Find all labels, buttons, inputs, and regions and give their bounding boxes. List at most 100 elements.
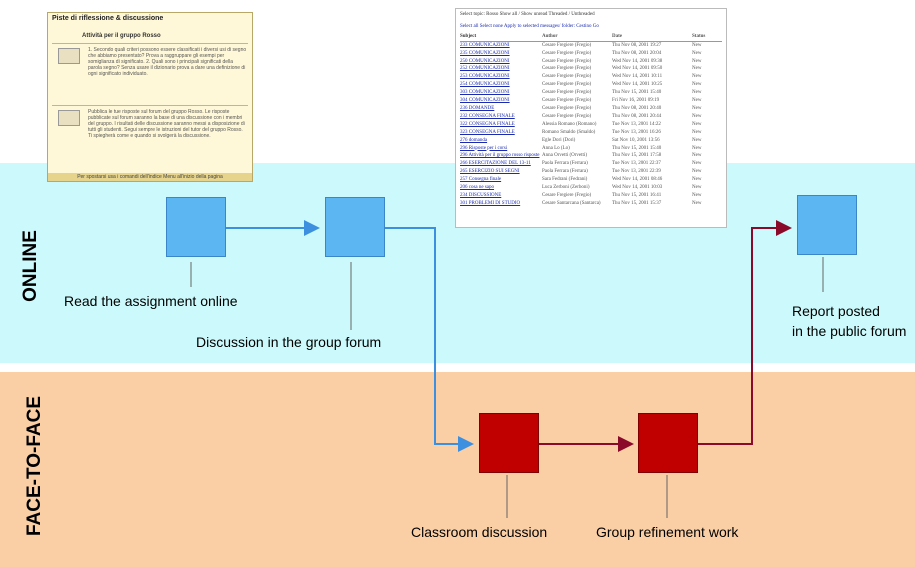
row-author: Cesare Fregiere (Fregio) [542, 98, 592, 104]
row-date: Sat Nov 10, 2001 13:56 [612, 137, 660, 143]
row-status: New [692, 200, 702, 206]
row-subject: 304 COMUNICAZIONI [460, 97, 542, 105]
arrow-forum-to-classroom [382, 227, 474, 452]
row-subject: 266 ESERCITAZIONE DEL 13-11 [460, 160, 542, 168]
row-date: Thu Nov 15, 2001 17:58 [612, 153, 662, 159]
row-author: Cesare Fregiere (Fregio) [542, 82, 592, 88]
row-author: Cesare Fregiere (Fregio) [542, 50, 592, 56]
row-subject: 296 Risposte per i corsi [460, 145, 542, 153]
table-row: 303 COMUNICAZIONI Cesare Fregiere (Fregio… [460, 89, 722, 97]
row-author: Cesare Fregiere (Fregio) [542, 42, 592, 48]
row-date: Tue Nov 13, 2001 16:26 [612, 129, 661, 135]
row-status: New [692, 129, 702, 135]
row-subject-link: 276 domanda [460, 137, 488, 143]
table-row: 233 COMUNICAZIONI Cesare Fregiere (Fregio… [460, 42, 722, 50]
forum-toolbar-2: Select all Select none Apply to selected… [460, 23, 599, 29]
row-subject: 235 COMUNICAZIONI [460, 50, 542, 58]
read-assignment-box [166, 197, 226, 257]
table-row: 296 Attività per il gruppo rosso rispost… [460, 152, 722, 160]
row-subject-link: 232 CONSEGNA FINALE [460, 113, 515, 119]
row-subject-link: 296 Risposte per i corsi [460, 145, 508, 151]
row-status: New [692, 169, 702, 175]
row-subject-link: 234 DISCUSSIONE [460, 192, 502, 198]
row-subject: 236 DOMANDE [460, 105, 542, 113]
face-to-face-lane [0, 372, 915, 567]
row-status: New [692, 177, 702, 183]
row-subject-link: 206 cosa ne sapo [460, 185, 495, 191]
row-status: New [692, 161, 702, 167]
row-date: Tue Nov 13, 2001 22:37 [612, 161, 661, 167]
row-subject: 234 DISCUSSIONE [460, 192, 542, 200]
row-subject: 252 COMUNICAZIONI [460, 65, 542, 73]
row-subject: 233 COMUNICAZIONI [460, 42, 542, 50]
row-author: Cesare Fregiere (Fregio) [542, 90, 592, 96]
row-subject-link: 301 PROBLEMI DI STUDIO [460, 200, 521, 206]
row-date: Thu Nov 08, 2001 19:27 [612, 42, 662, 48]
table-row: 296 Risposte per i corsi Anna Lo (Lo) Thu … [460, 145, 722, 153]
row-date: Thu Nov 08, 2001 20:04 [612, 50, 662, 56]
row-subject: 254 COMUNICAZIONI [460, 81, 542, 89]
assignment-header: Attività per il gruppo Rosso [82, 33, 161, 39]
row-date: Wed Nov 14, 2001 10:11 [612, 74, 663, 80]
row-subject-link: 254 COMUNICAZIONI [460, 82, 510, 88]
forum-table-header: Subject Author Date Status [460, 33, 722, 42]
row-subject-link: 250 COMUNICAZIONI [460, 58, 510, 64]
row-date: Thu Nov 15, 2001 15:37 [612, 200, 662, 206]
table-row: 304 COMUNICAZIONI Cesare Fregiere (Fregio… [460, 97, 722, 105]
arrow-refinement-to-report [698, 220, 792, 445]
col-subject: Subject [460, 33, 477, 39]
row-subject-link: 235 COMUNICAZIONI [460, 50, 510, 56]
table-row: 265 ESERCIZIO SUI SEGNI Paola Ferrara (Fe… [460, 168, 722, 176]
row-author: Paola Ferrara (Ferrara) [542, 169, 588, 175]
assignment-title: Piste di riflessione & discussione [52, 15, 164, 22]
row-subject-link: 323 CONSEGNA FINALE [460, 129, 515, 135]
row-subject: 253 COMUNICAZIONI [460, 73, 542, 81]
row-status: New [692, 42, 702, 48]
row-date: Fri Nov 16, 2001 09:19 [612, 98, 660, 104]
row-subject-link: 322 CONSEGNA FINALE [460, 121, 515, 127]
report-posted-caption-line2: in the public forum [792, 323, 907, 339]
report-posted-box [797, 195, 857, 255]
row-subject-link: 304 COMUNICAZIONI [460, 98, 510, 104]
row-date: Wed Nov 14, 2001 09:50 [612, 66, 663, 72]
row-author: Anna Orvetti (Orvetti) [542, 153, 587, 159]
row-date: Wed Nov 14, 2001 10:25 [612, 82, 663, 88]
row-subject-link: 233 COMUNICAZIONI [460, 42, 510, 48]
row-subject-link: 303 COMUNICAZIONI [460, 90, 510, 96]
row-subject: 265 ESERCIZIO SUI SEGNI [460, 168, 542, 176]
row-status: New [692, 113, 702, 119]
row-status: New [692, 185, 702, 191]
col-status: Status [692, 33, 706, 39]
row-status: New [692, 98, 702, 104]
row-author: Cesare Santarcana (Santarca) [542, 200, 601, 206]
assignment-text-1: 1. Secondo quali criteri possono essere … [88, 47, 247, 77]
row-subject: 323 CONSEGNA FINALE [460, 129, 542, 137]
row-subject-link: 257 Consegna finale [460, 177, 502, 183]
row-subject-link: 265 ESERCIZIO SUI SEGNI [460, 169, 520, 175]
row-status: New [692, 145, 702, 151]
row-status: New [692, 105, 702, 111]
assignment-page-screenshot: Piste di riflessione & discussione Attiv… [47, 12, 253, 182]
row-subject: 303 COMUNICAZIONI [460, 89, 542, 97]
row-status: New [692, 153, 702, 159]
row-subject: 276 domanda [460, 137, 542, 145]
row-date: Thu Nov 15, 2001 15:40 [612, 145, 662, 151]
row-author: Cesare Fregiere (Fregio) [542, 192, 592, 198]
col-date: Date [612, 33, 622, 39]
row-author: Cesare Fregiere (Fregio) [542, 105, 592, 111]
row-subject: 322 CONSEGNA FINALE [460, 121, 542, 129]
forum-page-screenshot: Select topic: Rosso Show all / Show unre… [455, 8, 727, 228]
assignment-text-2: Pubblica le tue risposte sul forum del g… [88, 109, 245, 139]
row-author: Anna Lo (Lo) [542, 145, 570, 151]
row-date: Thu Nov 08, 2001 20:40 [612, 105, 662, 111]
row-status: New [692, 74, 702, 80]
